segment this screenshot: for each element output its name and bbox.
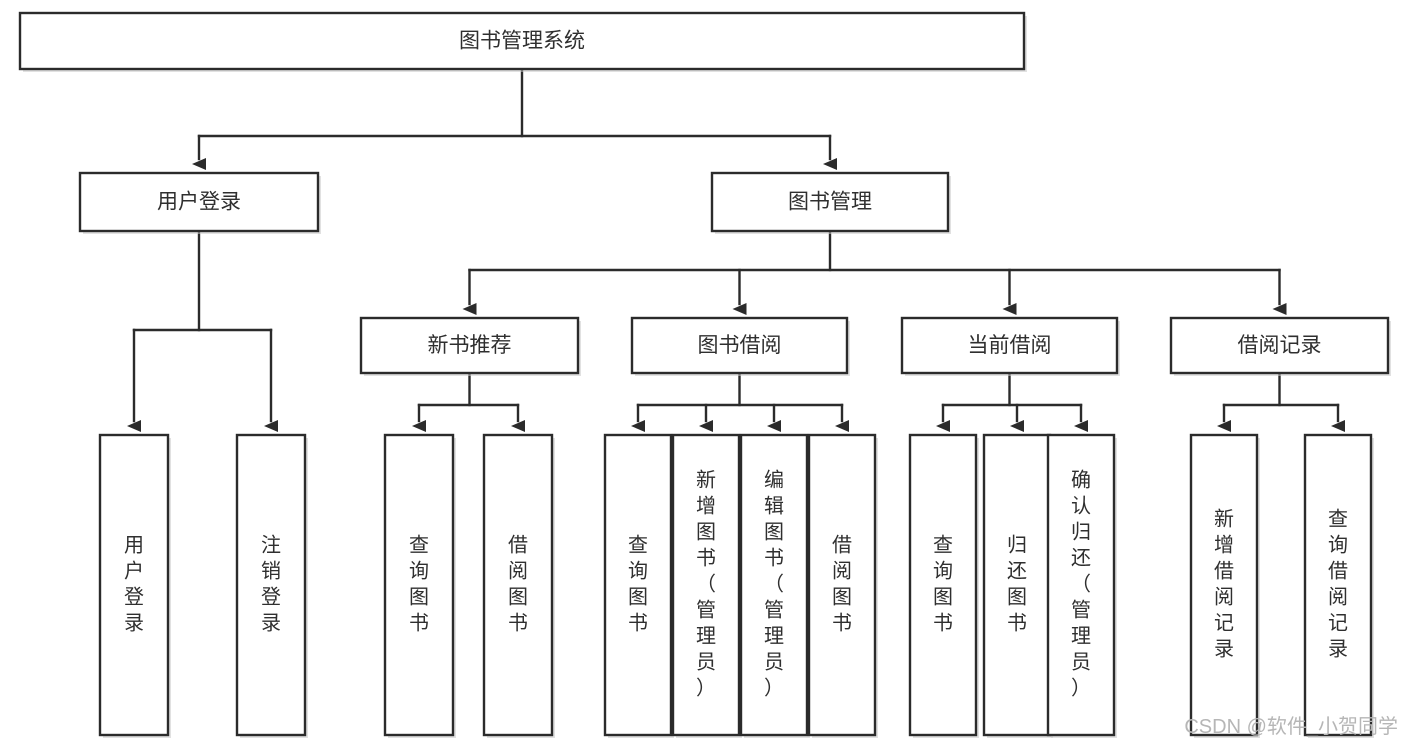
node-box [807, 433, 877, 737]
connector-layer [127, 67, 1345, 432]
node-layer: 图书管理系统用户登录图书管理新书推荐图书借阅当前借阅借阅记录用户登录注销登录查询… [18, 11, 1391, 738]
node-leaf-add-borrow-record[interactable]: 新增借阅记录 [1189, 433, 1260, 738]
node-leaf-confirm-return[interactable]: 确认归还（管理员） [1046, 433, 1117, 738]
node-box [235, 433, 307, 737]
node-leaf-query-book-3[interactable]: 查询图书 [908, 433, 979, 738]
node-leaf-borrow-book-1[interactable]: 借阅图书 [482, 433, 555, 738]
node-label: 归还图书 [1007, 534, 1027, 635]
node-label: 注销登录 [261, 534, 281, 635]
node-user-login[interactable]: 用户登录 [78, 171, 321, 234]
node-box [739, 433, 809, 737]
node-leaf-logout-login[interactable]: 注销登录 [235, 433, 308, 738]
node-label: 借阅记录 [1238, 334, 1322, 357]
node-label: 图书管理 [788, 191, 872, 214]
node-label: 查询借阅记录 [1328, 508, 1348, 661]
node-leaf-query-borrow-record[interactable]: 查询借阅记录 [1303, 433, 1374, 738]
node-label: 图书借阅 [698, 334, 782, 357]
node-box [1303, 433, 1373, 737]
node-label: 查询图书 [409, 534, 429, 635]
node-box [982, 433, 1052, 737]
node-leaf-add-book[interactable]: 新增图书（管理员） [671, 433, 742, 738]
node-leaf-query-book-1[interactable]: 查询图书 [383, 433, 456, 738]
node-box [98, 433, 170, 737]
node-leaf-borrow-book-2[interactable]: 借阅图书 [807, 433, 878, 738]
node-label: 图书管理系统 [459, 30, 585, 53]
node-box [671, 433, 741, 737]
node-box [1169, 316, 1390, 375]
node-box [908, 433, 978, 737]
node-label: 用户登录 [124, 535, 144, 635]
node-current-borrow[interactable]: 当前借阅 [900, 316, 1120, 376]
node-box [78, 171, 320, 233]
node-leaf-edit-book[interactable]: 编辑图书（管理员） [739, 433, 810, 738]
node-label: 新书推荐 [428, 334, 512, 357]
watermark-label: CSDN @软件_小贺同学 [1184, 715, 1398, 738]
node-box [1046, 433, 1116, 737]
node-box [630, 316, 849, 375]
node-label: 借阅图书 [508, 534, 528, 635]
node-book-management[interactable]: 图书管理 [710, 171, 951, 234]
node-box [603, 433, 673, 737]
node-box [359, 316, 580, 375]
node-label: 新增借阅记录 [1214, 508, 1234, 661]
node-box [710, 171, 950, 233]
node-leaf-return-book[interactable]: 归还图书 [982, 433, 1053, 738]
node-box [482, 433, 554, 737]
node-box [18, 11, 1026, 71]
node-box [383, 433, 455, 737]
node-box [900, 316, 1119, 375]
node-box [1189, 433, 1259, 737]
node-borrow-record[interactable]: 借阅记录 [1169, 316, 1391, 376]
node-label: 用户登录 [157, 191, 241, 214]
node-leaf-query-book-2[interactable]: 查询图书 [603, 433, 674, 738]
node-label: 新增图书（管理员） [696, 469, 716, 700]
node-label: 确认归还（管理员） [1071, 469, 1091, 700]
node-label: 借阅图书 [832, 534, 852, 635]
node-root[interactable]: 图书管理系统 [18, 11, 1027, 72]
node-label: 查询图书 [933, 534, 953, 635]
node-label: 当前借阅 [968, 334, 1052, 357]
node-leaf-user-login[interactable]: 用户登录 [98, 433, 171, 738]
node-book-borrow[interactable]: 图书借阅 [630, 316, 850, 376]
node-label: 查询图书 [628, 534, 648, 635]
node-label: 编辑图书（管理员） [764, 469, 784, 700]
node-new-book-recommend[interactable]: 新书推荐 [359, 316, 581, 376]
